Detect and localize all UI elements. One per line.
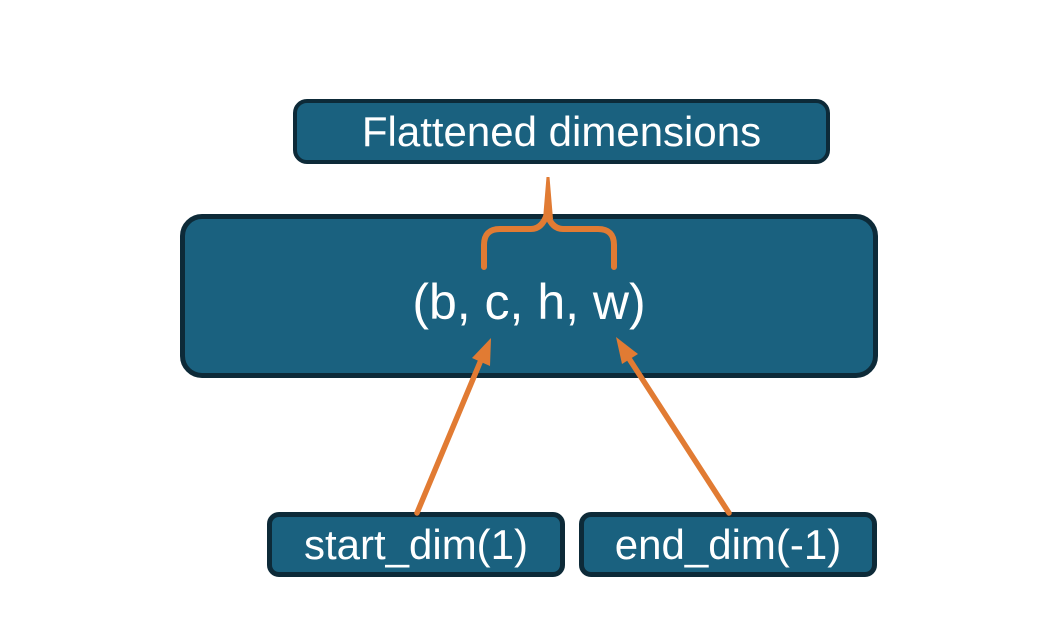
start-dim-label: start_dim(1) [303, 520, 529, 568]
start-dim-arrow-line [414, 357, 484, 516]
end-dim-box: end_dim(-1) [579, 512, 877, 577]
brace-stem-icon [543, 177, 553, 219]
flattened-dimensions-label: Flattened dimensions [361, 107, 762, 155]
flattened-dimensions-box: Flattened dimensions [293, 99, 830, 164]
tensor-shape-label: (b, c, h, w) [412, 274, 646, 330]
tensor-shape-box: (b, c, h, w) [180, 214, 878, 378]
end-dim-label: end_dim(-1) [614, 520, 842, 568]
start-dim-box: start_dim(1) [267, 512, 565, 577]
end-dim-arrow-line [625, 354, 732, 516]
